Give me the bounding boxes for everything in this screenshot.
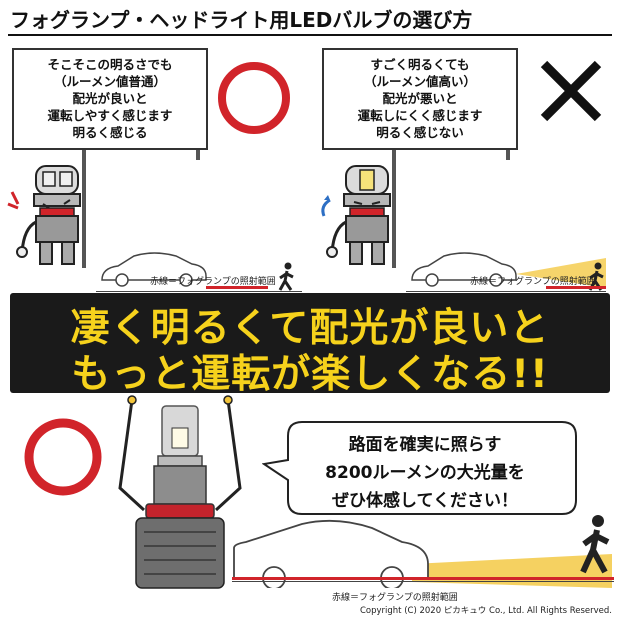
speech-bubble: [262, 421, 577, 515]
left-comparison-panel: そこそこの明るさでも （ルーメン値普通） 配光が良いと 運転しやすく感じます 明…: [0, 40, 302, 292]
fog-beam-red-line: [206, 286, 268, 289]
sign-line: 配光が悪いと: [382, 91, 458, 106]
sign-line: 配光が良いと: [72, 91, 148, 106]
range-caption: 赤線＝フォグランプの照射範囲: [332, 593, 458, 603]
sign-line: （ルーメン値普通）: [53, 74, 166, 89]
page-title: フォグランプ・ヘッドライト用LEDバルブの選び方: [10, 8, 473, 32]
headlight-beam-icon: [516, 258, 606, 288]
led-bulb-product-icon: [118, 395, 242, 589]
info-sign: そこそこの明るさでも （ルーメン値普通） 配光が良いと 運転しやすく感じます 明…: [12, 48, 208, 150]
good-circle-icon: [218, 62, 290, 134]
range-caption: 赤線＝フォグランプの照射範囲: [470, 277, 596, 287]
good-circle-icon: [24, 418, 102, 496]
fog-beam-red-line: [232, 577, 614, 580]
bad-cross-icon: [540, 60, 602, 122]
sign-post: [392, 148, 396, 268]
bulb-mascot-icon: [7, 165, 81, 265]
fog-beam-red-line: [546, 286, 606, 289]
headline-banner: 凄く明るくて配光が良いと もっと運転が楽しくなる!!: [10, 293, 610, 397]
speech-text: 路面を確実に照らす 8200ルーメンの大光量を ぜひ体感してください！: [300, 418, 576, 518]
headline-line-1: 凄く明るくて配光が良いと: [70, 306, 550, 351]
sign-line: 明るく感じない: [376, 125, 464, 140]
sign-line: すごく明るくても: [370, 57, 470, 72]
ground-line: [232, 581, 614, 582]
headline-line-2: もっと運転が楽しくなる!!: [71, 352, 549, 397]
sign-post: [196, 148, 200, 160]
sign-line: 運転しにくく感じます: [357, 108, 483, 123]
car-icon: [411, 252, 517, 287]
pedestrian-icon: [278, 262, 294, 291]
sign-line: そこそこの明るさでも: [47, 57, 173, 72]
car-icon: [101, 252, 207, 287]
speech-line: 8200ルーメンの大光量を: [325, 463, 525, 483]
pedestrian-icon: [588, 262, 604, 291]
sign-post: [82, 148, 86, 268]
speech-line: ぜひ体感してください！: [332, 491, 518, 511]
range-caption: 赤線＝フォグランプの照射範囲: [150, 277, 276, 287]
speech-line: 路面を確実に照らす: [348, 435, 502, 455]
ground-line: [406, 291, 606, 292]
pedestrian-icon: [580, 515, 610, 574]
title-divider: [8, 34, 612, 36]
bulb-mascot-icon: [321, 165, 391, 265]
right-comparison-panel: すごく明るくても （ルーメン値高い） 配光が悪いと 運転しにくく感じます 明るく…: [310, 40, 610, 292]
info-sign: すごく明るくても （ルーメン値高い） 配光が悪いと 運転しにくく感じます 明るく…: [322, 48, 518, 150]
ground-line: [96, 291, 302, 292]
copyright-notice: Copyright (C) 2020 ピカキュウ Co., Ltd. All R…: [359, 606, 612, 616]
sign-line: 運転しやすく感じます: [47, 108, 173, 123]
sign-line: （ルーメン値高い）: [363, 74, 476, 89]
sign-post: [506, 148, 510, 160]
sign-line: 明るく感じる: [72, 125, 148, 140]
